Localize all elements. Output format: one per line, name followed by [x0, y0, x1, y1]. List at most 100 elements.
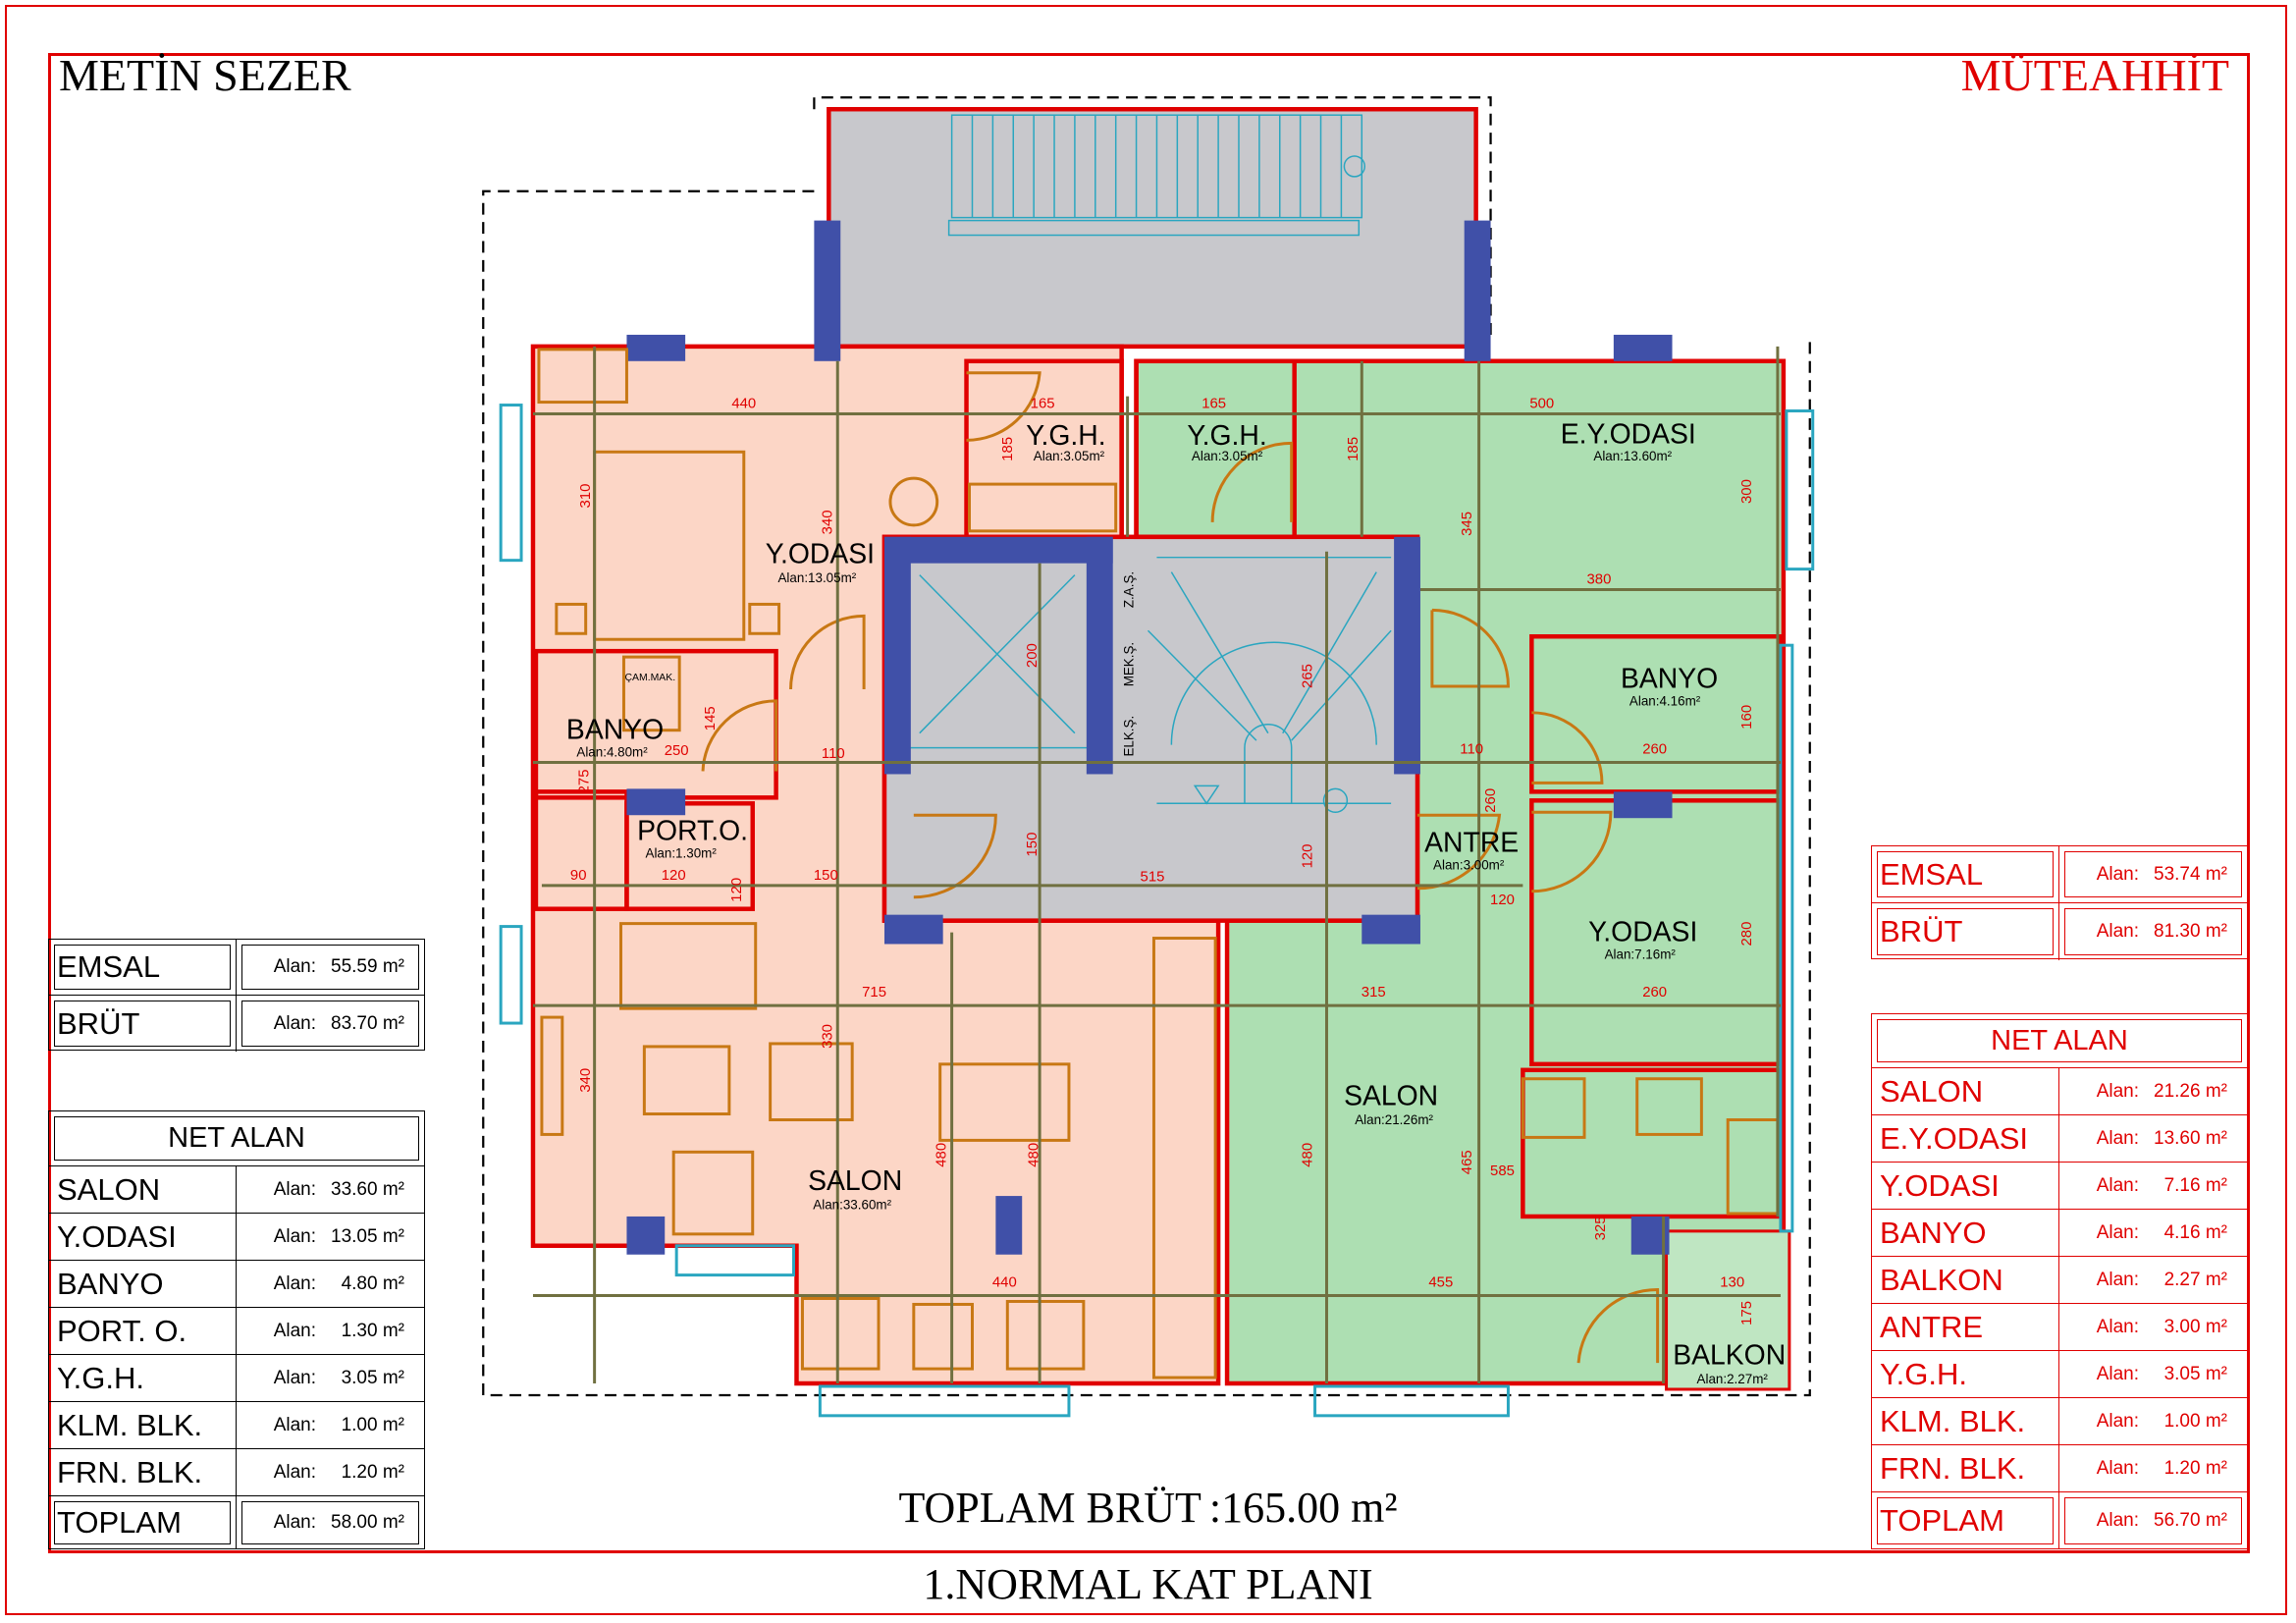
dimension-label: 300: [1739, 479, 1755, 504]
right-summary-table: EMSAL Alan:53.74 m² BRÜT Alan:81.30 m²: [1871, 845, 2248, 960]
dimension-label: 480: [1027, 1143, 1042, 1167]
total-label: TOPLAM BRÜT: [898, 1484, 1201, 1532]
area-value: 4.16 m²: [2163, 1221, 2227, 1243]
dimension-label: 265: [1301, 664, 1316, 688]
room-area: Alan:21.26m²: [1355, 1112, 1433, 1127]
row-value: Alan:7.16 m²: [2059, 1163, 2247, 1209]
area-value: 1.30 m²: [341, 1320, 404, 1341]
row-value: Alan:4.80 m²: [237, 1261, 424, 1307]
alan-prefix: Alan:: [273, 1178, 316, 1200]
area-value: 33.60 m²: [331, 1178, 404, 1200]
row-value: Alan:53.74 m²: [2059, 846, 2247, 902]
row-value: Alan:4.16 m²: [2059, 1210, 2247, 1256]
table-row: KLM. BLK.Alan:1.00 m²: [49, 1402, 424, 1449]
alan-prefix: Alan:: [2096, 1080, 2139, 1102]
dimension-label: 480: [934, 1143, 950, 1167]
dimension-label: 165: [1201, 397, 1226, 412]
row-value: Alan:55.59 m²: [237, 940, 424, 995]
dimension-label: 110: [1460, 742, 1483, 758]
alan-prefix: Alan:: [2096, 1363, 2139, 1384]
row-value: Alan: 1.20 m²: [237, 1449, 424, 1495]
windows: [499, 404, 1815, 1418]
table-row: EMSAL Alan:55.59 m²: [49, 940, 424, 996]
alan-prefix: Alan:: [2096, 863, 2139, 885]
dimension-label: 715: [862, 985, 886, 1001]
dimension-label: 465: [1460, 1150, 1475, 1174]
room-name: PORT.O.: [637, 816, 748, 847]
row-label: Y.ODASI: [49, 1214, 237, 1260]
row-label: E.Y.ODASI: [1872, 1115, 2059, 1162]
row-label: FRN. BLK.: [1872, 1445, 2059, 1491]
row-label: TOPLAM: [49, 1496, 237, 1549]
owner-name: METİN SEZER: [59, 50, 351, 100]
dimension-label: 585: [1490, 1163, 1515, 1179]
room-area: Alan:13.60m²: [1593, 449, 1672, 463]
row-label: PORT. O.: [49, 1308, 237, 1354]
area-value: 1.00 m²: [341, 1414, 404, 1435]
row-value: Alan:13.60 m²: [2059, 1115, 2247, 1162]
dimension-label: 120: [1301, 844, 1316, 869]
room-name: E.Y.ODASI: [1561, 418, 1696, 450]
row-value: Alan:81.30 m²: [2059, 903, 2247, 960]
row-value: Alan:1.00 m²: [2059, 1398, 2247, 1444]
dimension-label: 90: [570, 868, 587, 884]
dimension-label: 275: [577, 769, 593, 793]
dimension-label: 165: [1031, 397, 1055, 412]
row-label: SALON: [1872, 1068, 2059, 1114]
alan-prefix: Alan:: [273, 1461, 316, 1483]
area-value: 3.05 m²: [2163, 1363, 2227, 1384]
dimension-label: 440: [731, 397, 756, 412]
room-area: Alan:3.05m²: [1192, 449, 1263, 463]
dimension-label: 145: [703, 706, 719, 730]
sofa: [618, 922, 758, 1010]
area-value: 1.20 m²: [2163, 1457, 2227, 1479]
stair-landing: [827, 106, 1478, 350]
core-stairs: [1147, 556, 1392, 813]
dimension-label: 150: [1025, 833, 1041, 857]
row-label: FRN. BLK.: [49, 1449, 237, 1495]
area-value: 3.00 m²: [2163, 1316, 2227, 1337]
table-row: Y.G.H.Alan:3.05 m²: [1872, 1351, 2247, 1398]
dimension-label: 315: [1362, 985, 1386, 1001]
area-value: 1.20 m²: [341, 1461, 404, 1483]
row-value: Alan:83.70 m²: [237, 996, 424, 1052]
row-value: Alan:21.26 m²: [2059, 1068, 2247, 1114]
row-label: Y.ODASI: [1872, 1163, 2059, 1209]
table-row: KLM. BLK.Alan:1.00 m²: [1872, 1398, 2247, 1445]
dining-table: [938, 1062, 1071, 1142]
dimension-label: 340: [578, 1068, 594, 1093]
room-name: Y.ODASI: [766, 539, 875, 570]
row-label: SALON: [49, 1166, 237, 1213]
room-name: BALKON: [1673, 1340, 1786, 1372]
dimension-label: 340: [820, 510, 835, 534]
row-label: KLM. BLK.: [49, 1402, 237, 1448]
core-area: [881, 534, 1420, 923]
row-label: BALKON: [1872, 1257, 2059, 1303]
alan-prefix: Alan:: [273, 956, 316, 977]
area-value: 2.27 m²: [2163, 1269, 2227, 1290]
dimension-label: 500: [1529, 397, 1554, 412]
upper-stairs: [947, 114, 1366, 237]
net-area-title: NET ALAN: [1872, 1014, 2247, 1068]
room-name: Y.G.H.: [1187, 420, 1266, 452]
area-value: 1.00 m²: [2163, 1410, 2227, 1432]
table-row: BRÜT Alan:81.30 m²: [1872, 903, 2247, 960]
row-value: Alan:1.30 m²: [237, 1308, 424, 1354]
dimension-label: 260: [1642, 985, 1667, 1001]
dimension-label: 160: [1739, 705, 1755, 730]
dimension-label: 120: [662, 868, 686, 884]
dimension-label: 480: [1301, 1143, 1316, 1167]
row-value: Alan: 33.60 m²: [237, 1166, 424, 1213]
row-label: Y.G.H.: [49, 1355, 237, 1401]
area-value: 81.30 m²: [2154, 921, 2227, 942]
shaft-label: ELK.Ş.: [1122, 716, 1137, 757]
table-row: Y.G.H.Alan:3.05 m²: [49, 1355, 424, 1402]
